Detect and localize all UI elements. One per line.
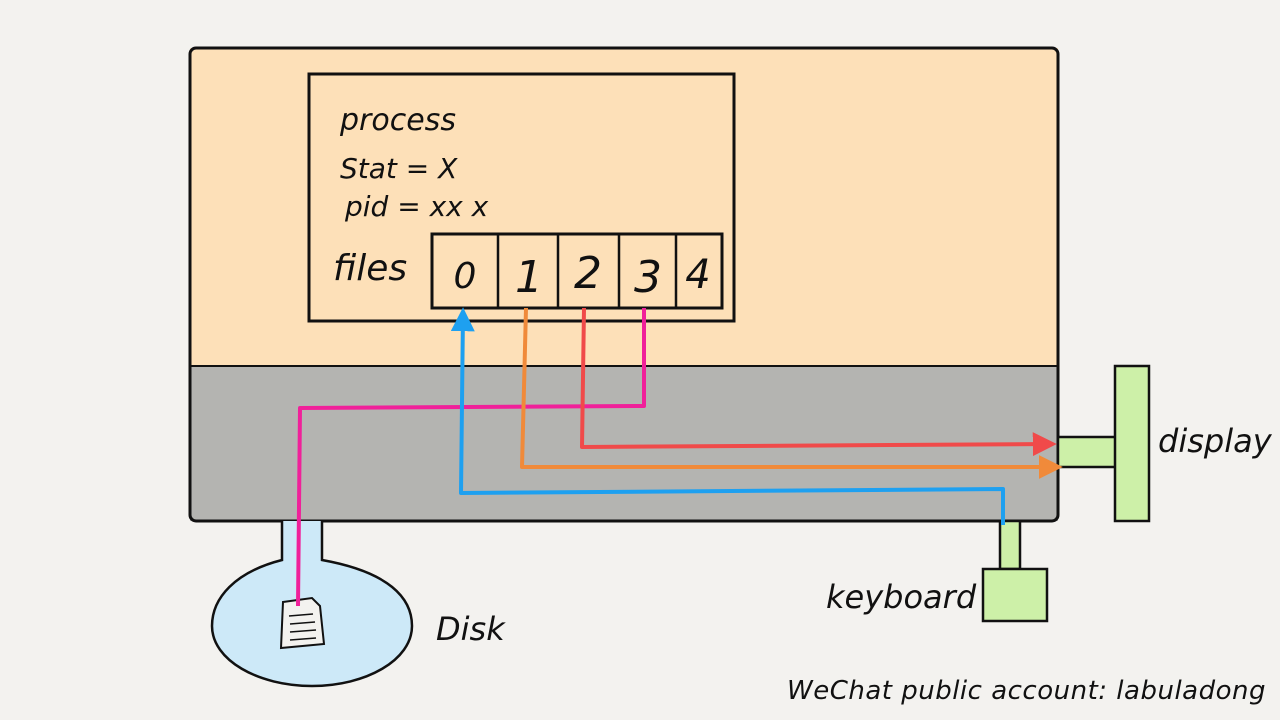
fd-slot-1: 1 [515,252,543,303]
fd-slot-0: 0 [454,256,477,297]
keyboard-device [981,519,1049,623]
display-panel [1113,364,1151,523]
keyboard-to-fd0-link [450,307,1005,525]
display-device [1056,364,1151,523]
watermark-credit: WeChat public account: labuladong [786,676,1266,706]
keyboard-body [981,567,1049,623]
fd-slot-2: 2 [574,248,602,299]
fd-slot-4: 4 [685,252,710,298]
fd-table: 0 1 2 3 4 [430,232,724,310]
disk-device [210,521,414,688]
fd2-to-display-link [580,307,1057,457]
computer-border [188,46,1060,523]
display-label: display [1158,422,1273,460]
fd-slot-3: 3 [634,252,662,303]
disk-label: Disk [436,610,506,648]
user-space-area [190,48,1058,368]
fd3-to-disk-link [296,308,646,607]
fd-table-border [430,232,724,310]
process-stat: Stat = X [340,152,458,185]
process-box [307,72,736,323]
process-pid: pid = xx x [344,190,489,223]
fd1-to-display-link [520,307,1063,479]
keyboard-connector [998,519,1022,571]
display-connector [1056,435,1118,469]
keyboard-label: keyboard [826,578,977,616]
process-title: process [339,103,456,138]
file-icon [279,596,326,650]
files-label: files [333,248,407,289]
